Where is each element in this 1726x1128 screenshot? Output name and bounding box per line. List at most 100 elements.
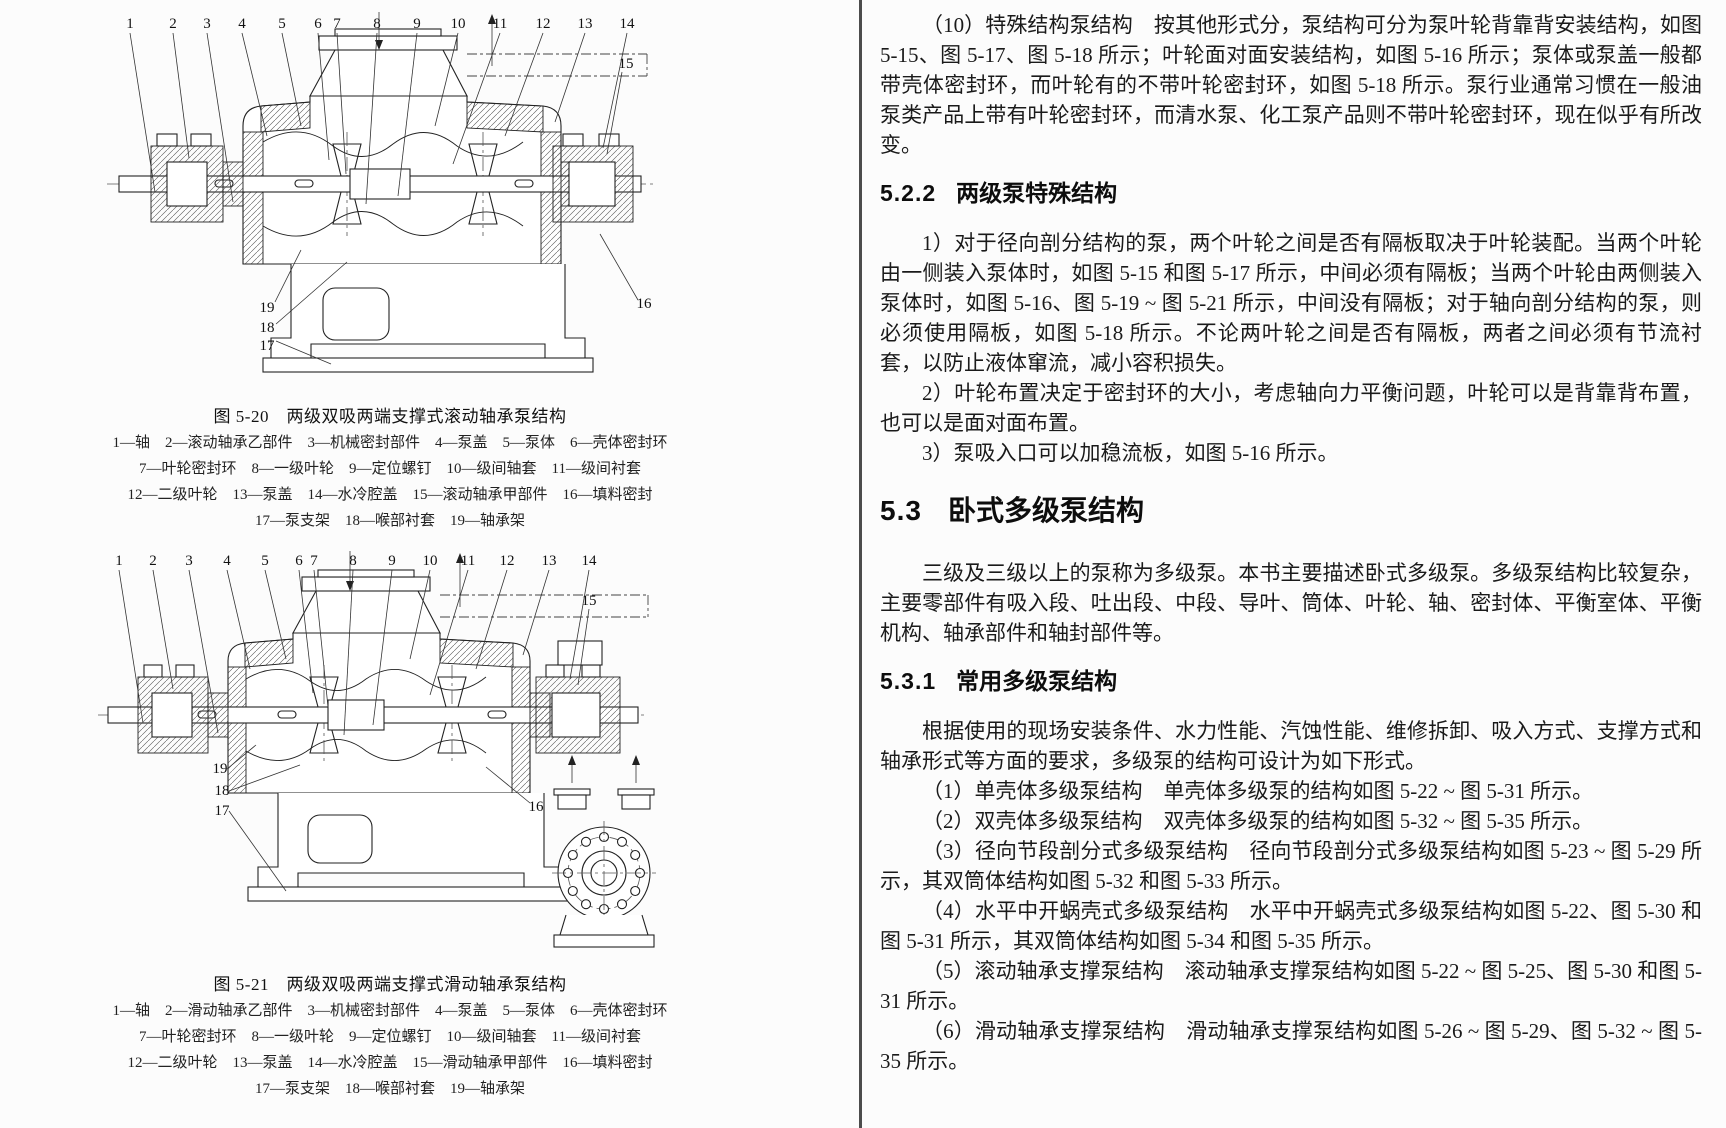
- callout-18: 18: [260, 320, 275, 336]
- callout-13: 13: [542, 553, 557, 569]
- page-divider: [859, 0, 862, 1128]
- heading-title: 卧式多级泵结构: [947, 495, 1144, 526]
- suction-nozzle: [309, 49, 468, 97]
- callout-17: 17: [260, 338, 276, 354]
- heading-5-3-1: 5.3.1 常用多级泵结构: [880, 666, 1702, 696]
- pump-support: [257, 793, 565, 888]
- legend-line: 1—轴 2—滑动轴承乙部件 3—机械密封部件 4—泵盖 5—泵体 6—壳体密封环: [112, 1003, 668, 1019]
- figure-5-20-drawing: 1 2 3 4 5 6 7 8 9 10 11 12 13 14 15 16 1…: [107, 12, 653, 373]
- flow-in-arrow: [375, 40, 383, 50]
- paragraph-item-1: 1）对于径向剖分结构的泵，两个叶轮之间是否有隔板取决于叶轮装配。当两个叶轮由一侧…: [880, 231, 1702, 375]
- heading-number: 5.2.2: [880, 180, 937, 206]
- callout-8: 8: [349, 553, 357, 569]
- callout-7: 7: [310, 553, 318, 569]
- callout-12: 12: [500, 553, 515, 569]
- flow-out-arrow: [456, 553, 464, 563]
- rolling-bearing-right: [552, 133, 634, 223]
- paragraph-type-3: （3）径向节段剖分式多级泵结构 径向节段剖分式多级泵结构如图 5-23 ~ 图 …: [880, 839, 1702, 893]
- callout-6: 6: [295, 553, 303, 569]
- figure-5-21-legend: 1—轴 2—滑动轴承乙部件 3—机械密封部件 4—泵盖 5—泵体 6—壳体密封环…: [20, 998, 760, 1102]
- callout-numbers: 1 2 3 4 5 6 7 8 9 10 11 12 13 14 15 16 1…: [115, 553, 597, 819]
- callout-19: 19: [260, 300, 275, 316]
- callout-9: 9: [388, 553, 396, 569]
- callout-5: 5: [261, 553, 269, 569]
- callout-7: 7: [333, 16, 341, 32]
- heading-number: 5.3: [880, 495, 922, 526]
- paragraph-type-1: （1）单壳体多级泵结构 单壳体多级泵的结构如图 5-22 ~ 图 5-31 所示…: [922, 779, 1594, 803]
- left-page: 1 2 3 4 5 6 7 8 9 10 11 12 13 14 15 16 1…: [0, 0, 859, 1128]
- callout-1: 1: [126, 16, 134, 32]
- callout-16: 16: [529, 799, 545, 815]
- paragraph-multistage-intro: 三级及三级以上的泵称为多级泵。本书主要描述卧式多级泵。多级泵结构比较复杂，主要零…: [880, 561, 1702, 645]
- flow-arrow-up: [632, 755, 640, 765]
- callout-16: 16: [637, 296, 653, 312]
- legend-line: 12—二级叶轮 13—泵盖 14—水冷腔盖 15—滚动轴承甲部件 16—填料密封: [127, 487, 653, 503]
- heading-5-2-2: 5.2.2 两级泵特殊结构: [880, 178, 1702, 208]
- callout-14: 14: [620, 16, 636, 32]
- callout-1: 1: [115, 553, 123, 569]
- callout-10: 10: [423, 553, 438, 569]
- callout-18: 18: [215, 783, 230, 799]
- pump-section-view: [98, 551, 656, 948]
- legend-line: 12—二级叶轮 13—泵盖 14—水冷腔盖 15—滑动轴承甲部件 16—填料密封: [127, 1055, 653, 1071]
- callout-12: 12: [536, 16, 551, 32]
- heading-5-3: 5.3 卧式多级泵结构: [880, 496, 1702, 526]
- callout-leaders: [118, 569, 590, 892]
- callout-4: 4: [238, 16, 246, 32]
- callout-6: 6: [314, 16, 322, 32]
- discharge-duct: [467, 53, 648, 77]
- legend-line: 17—泵支架 18—喉部衬套 19—轴承架: [254, 513, 525, 529]
- callout-13: 13: [578, 16, 593, 32]
- callout-4: 4: [223, 553, 231, 569]
- figure-5-21-caption: 图 5-21 两级双吸两端支撑式滑动轴承泵结构: [213, 975, 567, 994]
- figure-5-21-drawing: 1 2 3 4 5 6 7 8 9 10 11 12 13 14 15 16 1…: [98, 551, 656, 948]
- paragraph-type-6: （6）滑动轴承支撑泵结构 滑动轴承支撑泵结构如图 5-26 ~ 图 5-29、图…: [880, 1019, 1702, 1073]
- flow-arrow-up: [568, 755, 576, 765]
- callout-11: 11: [493, 16, 507, 32]
- paragraph-type-5: （5）滚动轴承支撑泵结构 滚动轴承支撑泵结构如图 5-22 ~ 图 5-25、图…: [880, 959, 1702, 1013]
- volute-upper: [245, 669, 487, 691]
- heading-title: 常用多级泵结构: [956, 668, 1118, 694]
- callout-2: 2: [169, 16, 177, 32]
- callout-3: 3: [203, 16, 211, 32]
- callout-numbers: 1 2 3 4 5 6 7 8 9 10 11 12 13 14 15 16 1…: [126, 16, 652, 354]
- paragraph-type-2: （2）双壳体多级泵结构 双壳体多级泵的结构如图 5-32 ~ 图 5-35 所示…: [922, 809, 1594, 833]
- sleeve-bearing-right: [535, 640, 621, 754]
- heading-number: 5.3.1: [880, 668, 937, 694]
- volute-lower: [245, 739, 487, 761]
- baseplate: [247, 886, 579, 902]
- legend-line: 1—轴 2—滚动轴承乙部件 3—机械密封部件 4—泵盖 5—泵体 6—壳体密封环: [112, 435, 668, 451]
- paragraph-type-4: （4）水平中开蜗壳式多级泵结构 水平中开蜗壳式多级泵结构如图 5-22、图 5-…: [880, 899, 1702, 953]
- legend-line: 7—叶轮密封环 8—一级叶轮 9—定位螺钉 10—级间轴套 11—级间衬套: [139, 461, 641, 477]
- suction-flange: [301, 576, 431, 592]
- callout-17: 17: [215, 803, 231, 819]
- suction-flange: [318, 35, 458, 51]
- discharge-duct: [440, 594, 649, 618]
- callout-3: 3: [185, 553, 193, 569]
- pump-support: [270, 264, 586, 359]
- paragraph-design-requirements: 根据使用的现场安装条件、水力性能、汽蚀性能、维修拆卸、吸入方式、支撑方式和轴承形…: [880, 719, 1702, 773]
- figure-5-20-legend: 1—轴 2—滚动轴承乙部件 3—机械密封部件 4—泵盖 5—泵体 6—壳体密封环…: [20, 430, 760, 534]
- rolling-bearing-left: [150, 133, 224, 223]
- suction-nozzle: [292, 590, 441, 634]
- bearing-end-view: [552, 755, 656, 948]
- paragraph-item-2: 2）叶轮布置决定于密封环的大小，考虑轴向力平衡问题，叶轮可以是背靠背布置，也可以…: [880, 381, 1702, 435]
- volute-upper: [262, 131, 524, 157]
- flow-out-arrow: [488, 14, 496, 24]
- baseplate: [262, 357, 594, 373]
- callout-14: 14: [582, 553, 598, 569]
- pump-section-view: [107, 12, 653, 373]
- text-column: （10）特殊结构泵结构 按其他形式分，泵结构可分为泵叶轮背靠背安装结构，如图 5…: [880, 10, 1702, 1076]
- callout-15: 15: [582, 593, 597, 609]
- sleeve-bearing-left: [137, 664, 209, 754]
- shaft-hub: [349, 168, 411, 200]
- stuffing-box-left: [207, 692, 229, 738]
- callout-8: 8: [373, 16, 381, 32]
- volute-lower: [262, 211, 524, 237]
- callout-11: 11: [461, 553, 475, 569]
- heading-title: 两级泵特殊结构: [956, 180, 1118, 206]
- paragraph-item-3: 3）泵吸入口可以加稳流板，如图 5-16 所示。: [922, 441, 1339, 465]
- shaft-hub: [327, 699, 385, 731]
